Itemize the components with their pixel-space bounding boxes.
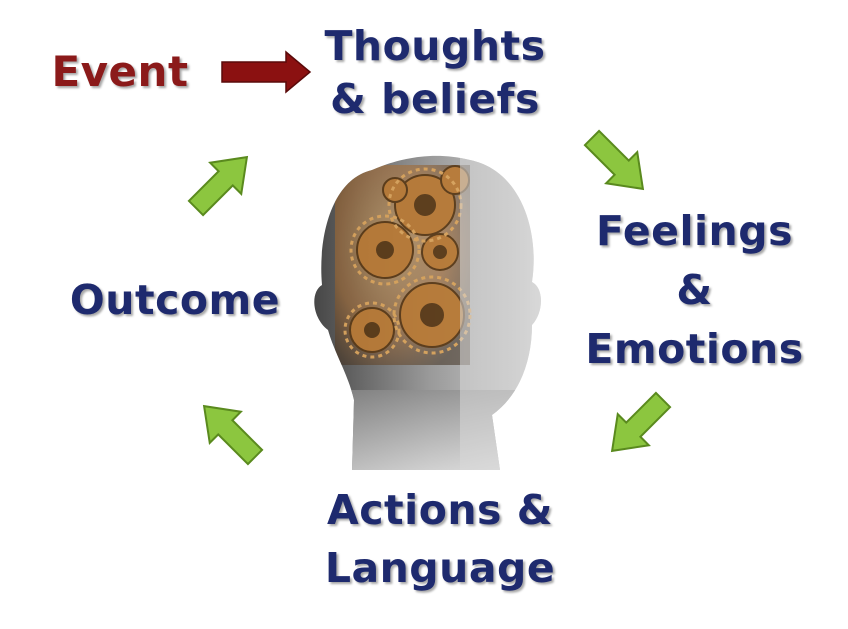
right-arrow-icon: [221, 50, 312, 94]
feelings-emotions-label: Feelings & Emotions: [572, 202, 817, 379]
outcome-label-line: Outcome: [69, 276, 281, 324]
feelings-label-line-1: Feelings: [595, 207, 793, 255]
gears-icon: [335, 165, 472, 365]
event-label-line: Event: [51, 47, 189, 96]
diagonal-arrow-icon: [583, 129, 645, 191]
thoughts-label-line-2: & beliefs: [330, 75, 540, 123]
diagonal-arrow-icon: [187, 155, 249, 217]
actions-label-line-1: Actions &: [327, 486, 553, 534]
outcome-label: Outcome: [55, 272, 295, 328]
thoughts-beliefs-label: Thoughts & beliefs: [300, 20, 570, 126]
actions-label-line-2: Language: [324, 544, 556, 592]
diagonal-arrow-icon: [610, 391, 672, 453]
actions-language-label: Actions & Language: [310, 481, 570, 597]
diagonal-arrow-icon: [202, 404, 264, 466]
feelings-label-line-3: Emotions: [585, 325, 804, 373]
event-label: Event: [50, 45, 190, 99]
feelings-label-line-2: &: [676, 266, 713, 314]
thoughts-label-line-1: Thoughts: [324, 22, 546, 70]
